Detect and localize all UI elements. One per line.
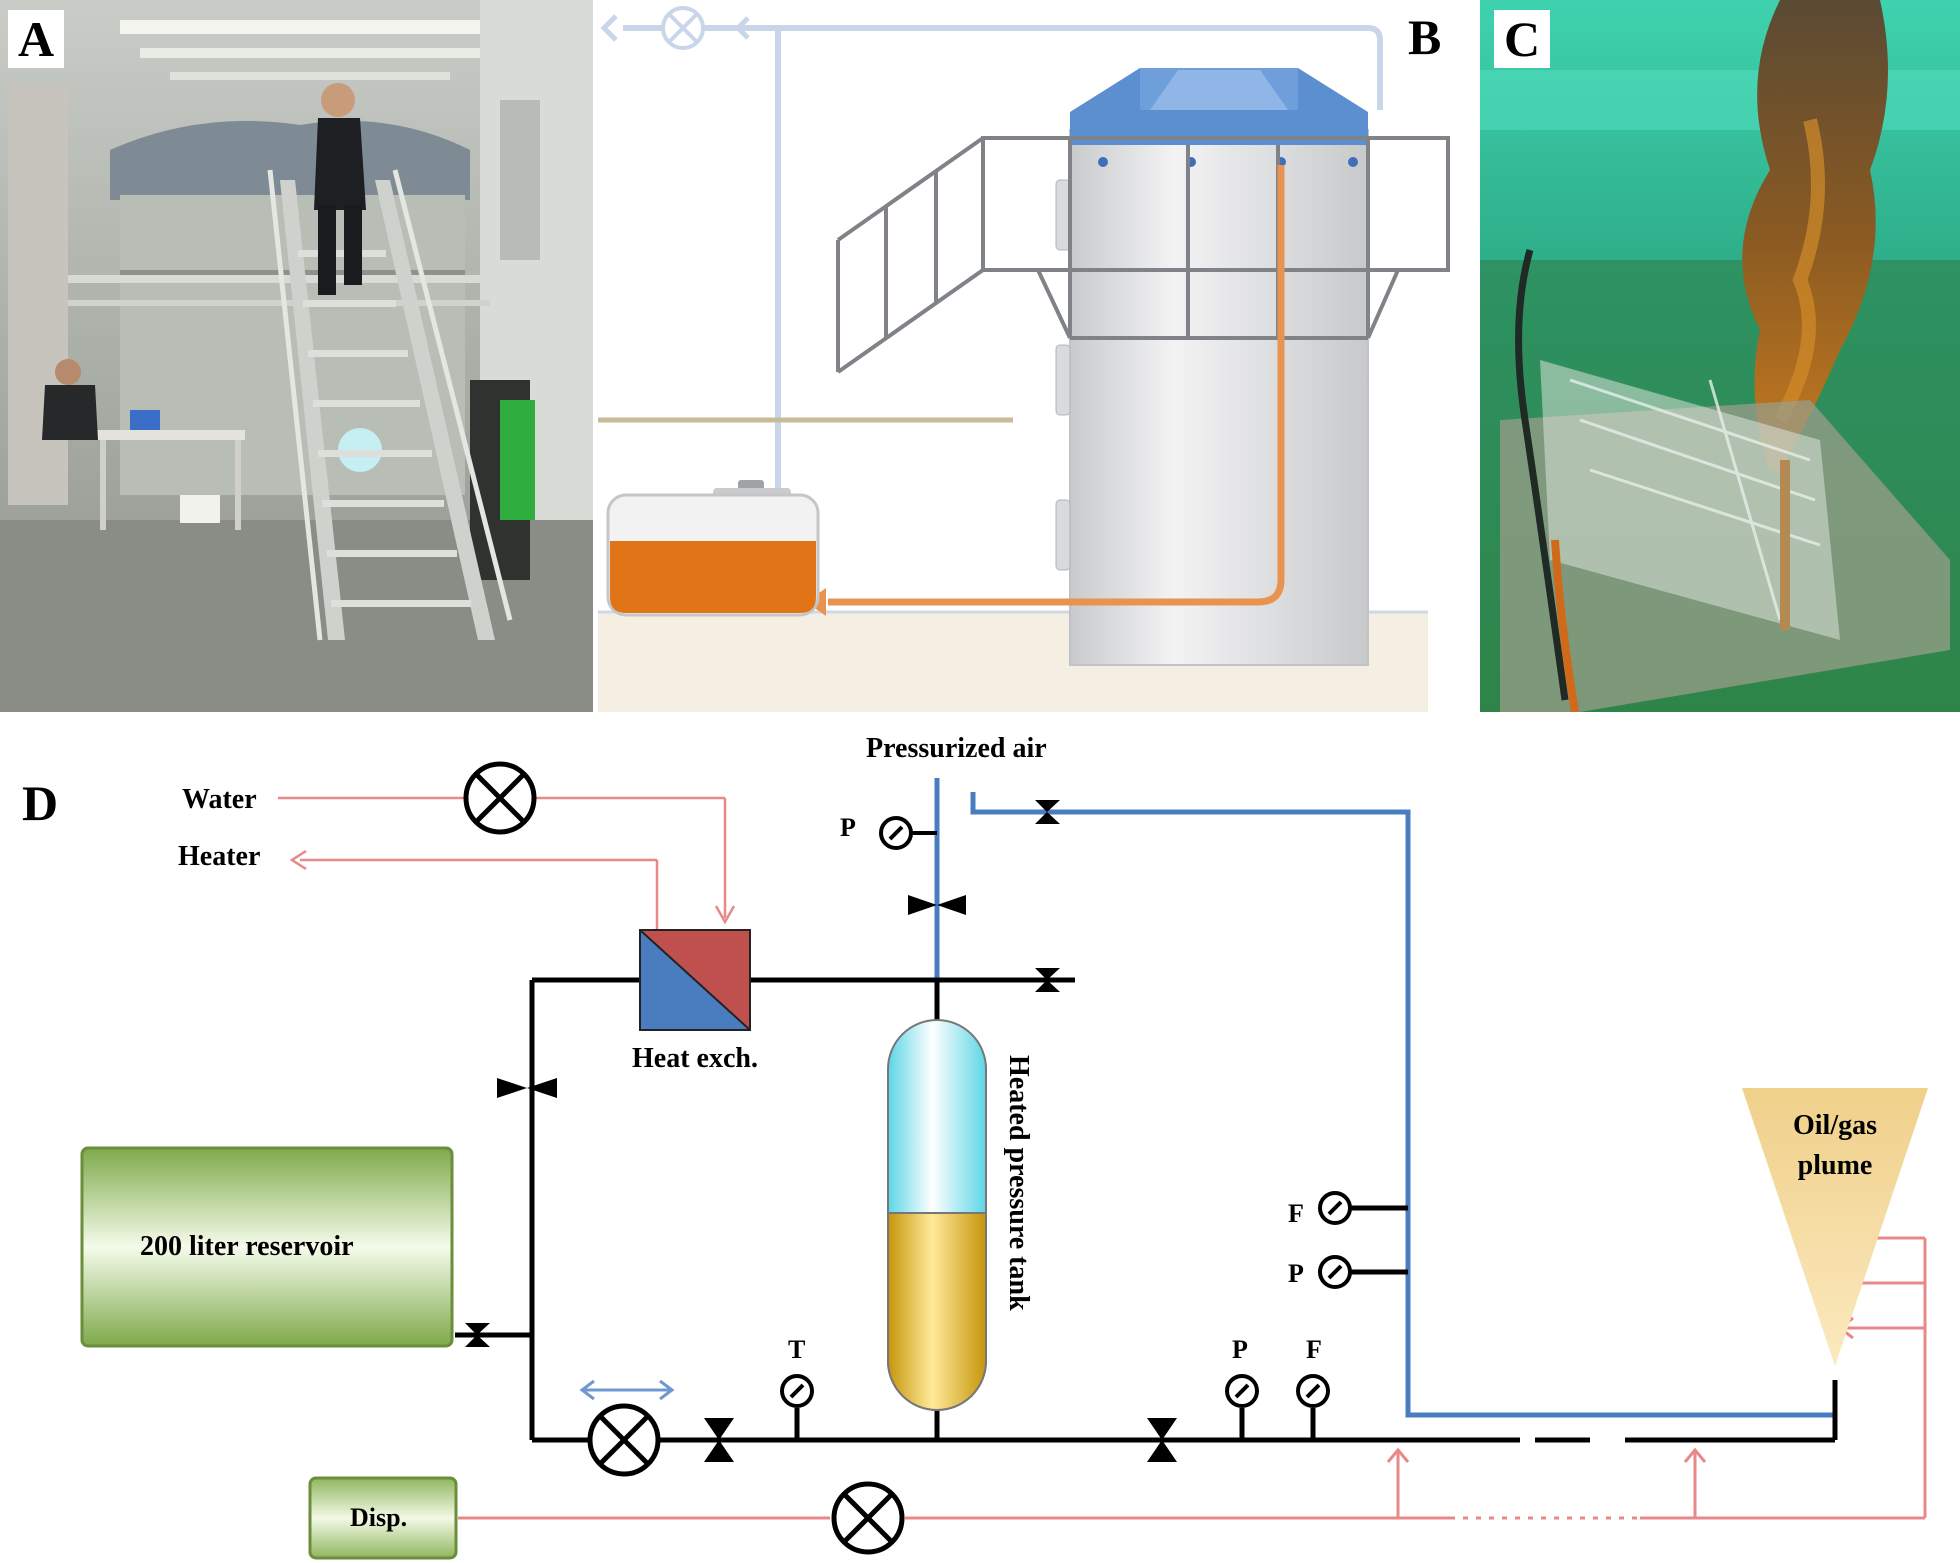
oil-flow-gauge-label: F — [1306, 1335, 1322, 1364]
water-label: Water — [182, 784, 257, 815]
tower-facility-photo — [0, 0, 593, 712]
dispersant-pump-icon — [831, 1481, 905, 1555]
panel-a-photo: A — [0, 0, 593, 712]
oil-pressure-gauge-label: P — [1232, 1335, 1248, 1364]
tower-illustration — [598, 0, 1478, 712]
plume-label-line1: Oil/gas — [1793, 1110, 1877, 1141]
reservoir-label: 200 liter reservoir — [140, 1231, 354, 1262]
water-pump-icon — [463, 761, 537, 835]
gauge-icons — [780, 816, 1352, 1408]
plume-release-photo — [1480, 0, 1960, 712]
heat-exchanger-label: Heat exch. — [632, 1043, 758, 1074]
dispersant-label: Disp. — [350, 1503, 407, 1532]
panel-b-illustration: B — [598, 0, 1478, 712]
plume-label-line2: plume — [1798, 1150, 1873, 1181]
dispersant-box-icon — [308, 1476, 458, 1560]
heat-exchanger-icon — [639, 929, 751, 1031]
panel-d-label: D — [22, 775, 59, 831]
panel-c-photo: C — [1480, 0, 1960, 712]
valve-icons — [465, 800, 1177, 1462]
bidirectional-arrow-icon — [579, 1379, 675, 1401]
panel-d-schematic: Pressurized air Water Heater Heat exch. … — [80, 733, 1928, 1560]
pressure-tank-label: Heated pressure tank — [1003, 1055, 1034, 1311]
panel-a-label: A — [8, 10, 65, 68]
air-pressure-gauge-label: P — [840, 813, 856, 842]
pressure-tank-icon — [887, 1019, 987, 1411]
pressurized-air-label: Pressurized air — [866, 733, 1047, 764]
circulation-pump-icon — [587, 1403, 661, 1477]
heater-label: Heater — [178, 841, 260, 872]
plume-cone-icon — [1742, 1088, 1928, 1366]
panel-b-label: B — [1408, 9, 1442, 65]
air-pressure-gauge-2-label: P — [1288, 1259, 1304, 1288]
panel-c-label: C — [1494, 10, 1551, 68]
reservoir-icon — [80, 1146, 454, 1348]
air-flow-gauge-label: F — [1288, 1199, 1304, 1228]
temperature-gauge-label: T — [788, 1335, 805, 1364]
